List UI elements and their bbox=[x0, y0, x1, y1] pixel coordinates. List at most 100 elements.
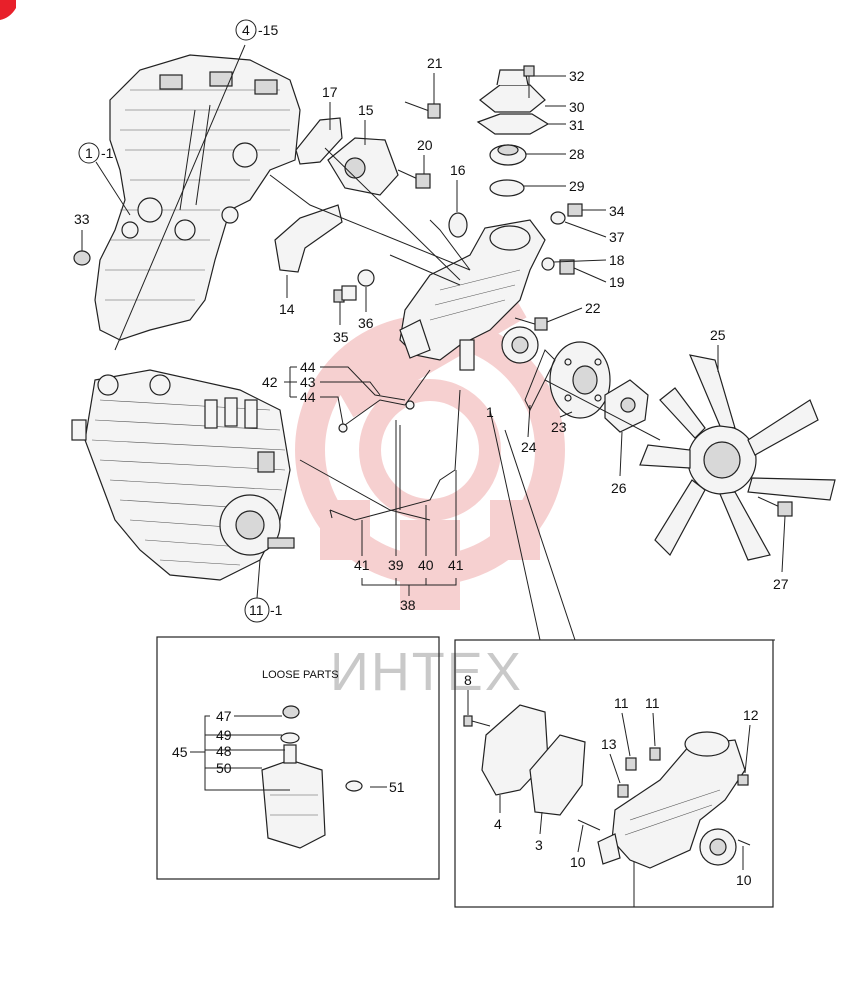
bolt-21 bbox=[404, 101, 441, 119]
cylinder-head-drawing bbox=[94, 54, 301, 341]
callout-27: 27 bbox=[773, 576, 789, 592]
spacer-26 bbox=[604, 379, 649, 433]
ref-circle-4-suffix: -15 bbox=[258, 22, 278, 38]
ref-circle-1-suffix: -1 bbox=[101, 145, 114, 161]
callout-29: 29 bbox=[569, 178, 585, 194]
callout-39: 39 bbox=[388, 557, 404, 573]
callout-25: 25 bbox=[710, 327, 726, 343]
detail-box bbox=[454, 639, 774, 908]
callout-44a: 44 bbox=[300, 359, 316, 375]
fan-25 bbox=[639, 354, 836, 561]
callout-10b: 10 bbox=[736, 872, 752, 888]
callout-32: 32 bbox=[569, 68, 585, 84]
callout-24: 24 bbox=[521, 439, 537, 455]
oring-29 bbox=[489, 179, 525, 197]
callout-48: 48 bbox=[216, 743, 232, 759]
ref-circle-11-num: 11 bbox=[249, 602, 264, 618]
callout-41a: 41 bbox=[354, 557, 370, 573]
callout-3: 3 bbox=[535, 837, 543, 853]
washer-51 bbox=[345, 780, 363, 792]
callout-45: 45 bbox=[172, 744, 188, 760]
bolt-32 bbox=[523, 65, 535, 98]
plug-12 bbox=[737, 774, 749, 786]
ref-circle-4-num: 4 bbox=[242, 22, 250, 38]
plug-11a bbox=[625, 757, 637, 771]
callout-44b: 44 bbox=[300, 389, 316, 405]
pulley-23 bbox=[549, 341, 611, 419]
callout-31: 31 bbox=[569, 117, 585, 133]
callout-20: 20 bbox=[417, 137, 433, 153]
ref-circle-4 bbox=[235, 19, 257, 41]
plug-33 bbox=[73, 250, 91, 266]
outlet-port bbox=[344, 157, 366, 179]
oring-49 bbox=[280, 732, 300, 744]
callout-4: 4 bbox=[494, 816, 502, 832]
callout-1: 1 bbox=[486, 404, 494, 420]
gasket-31 bbox=[476, 113, 550, 135]
callout-22: 22 bbox=[585, 300, 601, 316]
callout-35: 35 bbox=[333, 329, 349, 345]
washer-37 bbox=[550, 211, 566, 225]
callout-28: 28 bbox=[569, 146, 585, 162]
callout-21: 21 bbox=[427, 55, 443, 71]
clamp-44b bbox=[338, 423, 348, 433]
callout-34: 34 bbox=[609, 203, 625, 219]
gasket-3 bbox=[529, 734, 586, 816]
thermostat-28 bbox=[489, 144, 527, 166]
callout-13: 13 bbox=[601, 736, 617, 752]
callout-18: 18 bbox=[609, 252, 625, 268]
pump-body-detail bbox=[597, 731, 746, 869]
callout-26: 26 bbox=[611, 480, 627, 496]
bolt-8 bbox=[463, 715, 491, 727]
callout-14: 14 bbox=[279, 301, 295, 317]
callout-33: 33 bbox=[74, 211, 90, 227]
bracket-45 bbox=[204, 715, 290, 791]
callout-10a: 10 bbox=[570, 854, 586, 870]
cap-47 bbox=[282, 705, 300, 719]
filter-50 bbox=[261, 744, 326, 849]
loose-parts-box bbox=[156, 636, 440, 880]
washer-18 bbox=[541, 257, 555, 271]
corner-mark bbox=[0, 0, 16, 20]
clamp-44 bbox=[405, 400, 415, 410]
ref-circle-1-num: 1 bbox=[85, 145, 93, 161]
plug-11b bbox=[649, 747, 661, 761]
oring-16 bbox=[448, 212, 468, 238]
callout-47: 47 bbox=[216, 708, 232, 724]
callout-49: 49 bbox=[216, 727, 232, 743]
ref-circle-1 bbox=[78, 142, 100, 164]
callout-8: 8 bbox=[464, 672, 472, 688]
callout-51: 51 bbox=[389, 779, 405, 795]
callout-11b: 11 bbox=[645, 695, 660, 711]
bolt-27 bbox=[757, 496, 793, 517]
callout-50: 50 bbox=[216, 760, 232, 776]
bolt-19 bbox=[559, 259, 575, 275]
callout-43: 43 bbox=[300, 374, 316, 390]
callout-38: 38 bbox=[400, 597, 416, 613]
hose-41a bbox=[329, 509, 333, 519]
hose-43 bbox=[344, 399, 406, 426]
callout-41b: 41 bbox=[448, 557, 464, 573]
callout-36: 36 bbox=[358, 315, 374, 331]
callout-42: 42 bbox=[262, 374, 278, 390]
bolt-22 bbox=[514, 317, 548, 331]
callout-37: 37 bbox=[609, 229, 625, 245]
callout-12: 12 bbox=[743, 707, 759, 723]
callout-30: 30 bbox=[569, 99, 585, 115]
watermark-text: ИНТЕХ bbox=[330, 642, 523, 702]
callout-15: 15 bbox=[358, 102, 374, 118]
callout-16: 16 bbox=[450, 162, 466, 178]
callout-40: 40 bbox=[418, 557, 434, 573]
water-pump-body bbox=[399, 219, 546, 371]
callout-17: 17 bbox=[322, 84, 338, 100]
callout-11a: 11 bbox=[614, 695, 629, 711]
loose-parts-title: LOOSE PARTS bbox=[262, 669, 339, 681]
injection-pump-drawing bbox=[71, 369, 295, 581]
callout-19: 19 bbox=[609, 274, 625, 290]
sensor-35 bbox=[333, 285, 357, 303]
plug-34 bbox=[567, 203, 583, 217]
bolt-20 bbox=[397, 169, 431, 189]
plug-13 bbox=[617, 784, 629, 798]
